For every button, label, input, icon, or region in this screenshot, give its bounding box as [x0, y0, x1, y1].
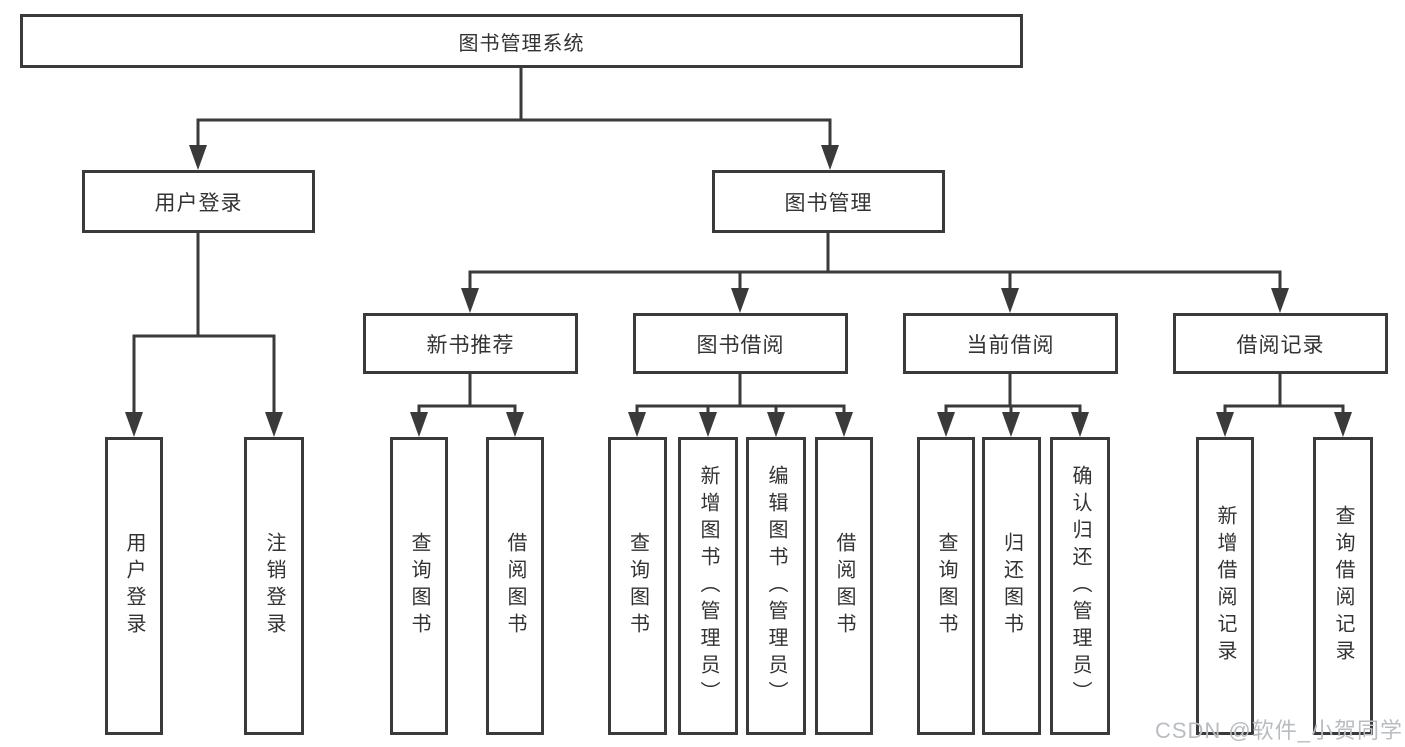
leaf-query-books-recommend-label: 查询图书: [408, 532, 430, 640]
node-new-book-recommend-label: 新书推荐: [426, 333, 515, 357]
connector-book-mgmt-to-level3: [461, 233, 1289, 313]
leaf-query-books-recommend: 查询图书: [390, 437, 448, 735]
connector-new-book-rec-to-leaves: [410, 374, 524, 437]
leaf-confirm-return-admin-label: 确认归还（管理员）: [1069, 464, 1091, 708]
connector-book-borrow-to-leaves: [628, 374, 853, 437]
leaf-borrow-books-recommend-label: 借阅图书: [504, 532, 526, 640]
leaf-add-books-admin-label: 新增图书（管理员）: [697, 464, 719, 708]
node-book-borrow: 图书借阅: [633, 313, 848, 374]
leaf-query-borrow-record-label: 查询借阅记录: [1332, 505, 1354, 667]
node-current-borrow-label: 当前借阅: [966, 333, 1055, 357]
node-borrow-records: 借阅记录: [1173, 313, 1388, 374]
leaf-user-login: 用户登录: [105, 437, 163, 735]
leaf-logout-label: 注销登录: [263, 532, 285, 640]
node-current-borrow: 当前借阅: [903, 313, 1118, 374]
csdn-watermark: CSDN @软件_小贺同学: [1154, 718, 1403, 743]
leaf-borrow-books: 借阅图书: [815, 437, 873, 735]
leaf-add-books-admin: 新增图书（管理员）: [678, 437, 738, 735]
leaf-edit-books-admin: 编辑图书（管理员）: [746, 437, 806, 735]
connector-root-to-level2: [189, 68, 839, 170]
node-user-login-label: 用户登录: [154, 191, 243, 215]
leaf-borrow-books-recommend: 借阅图书: [486, 437, 544, 735]
connector-user-login-to-leaves: [125, 233, 283, 437]
node-root: 图书管理系统: [20, 14, 1023, 68]
leaf-return-books: 归还图书: [982, 437, 1041, 735]
node-borrow-records-label: 借阅记录: [1236, 333, 1325, 357]
node-book-management-label: 图书管理: [784, 191, 873, 215]
leaf-user-login-label: 用户登录: [123, 532, 145, 640]
node-book-management: 图书管理: [712, 170, 945, 233]
leaf-edit-books-admin-label: 编辑图书（管理员）: [765, 464, 787, 708]
node-book-borrow-label: 图书借阅: [696, 333, 785, 357]
node-new-book-recommend: 新书推荐: [363, 313, 578, 374]
leaf-add-borrow-record-label: 新增借阅记录: [1214, 505, 1236, 667]
node-root-label: 图书管理系统: [458, 32, 585, 55]
leaf-query-books-current: 查询图书: [917, 437, 975, 735]
connector-borrow-records-to-leaves: [1216, 374, 1352, 437]
node-user-login: 用户登录: [82, 170, 315, 233]
leaf-query-borrow-record: 查询借阅记录: [1313, 437, 1373, 735]
leaf-query-books-borrow-label: 查询图书: [626, 532, 649, 640]
leaf-return-books-label: 归还图书: [1000, 532, 1023, 640]
leaf-logout: 注销登录: [244, 437, 304, 735]
leaf-query-books-borrow: 查询图书: [608, 437, 667, 735]
leaf-confirm-return-admin: 确认归还（管理员）: [1050, 437, 1110, 735]
leaf-add-borrow-record: 新增借阅记录: [1196, 437, 1254, 735]
connector-current-borrow-to-leaves: [937, 374, 1089, 437]
leaf-query-books-current-label: 查询图书: [935, 532, 957, 640]
leaf-borrow-books-label: 借阅图书: [833, 532, 855, 640]
